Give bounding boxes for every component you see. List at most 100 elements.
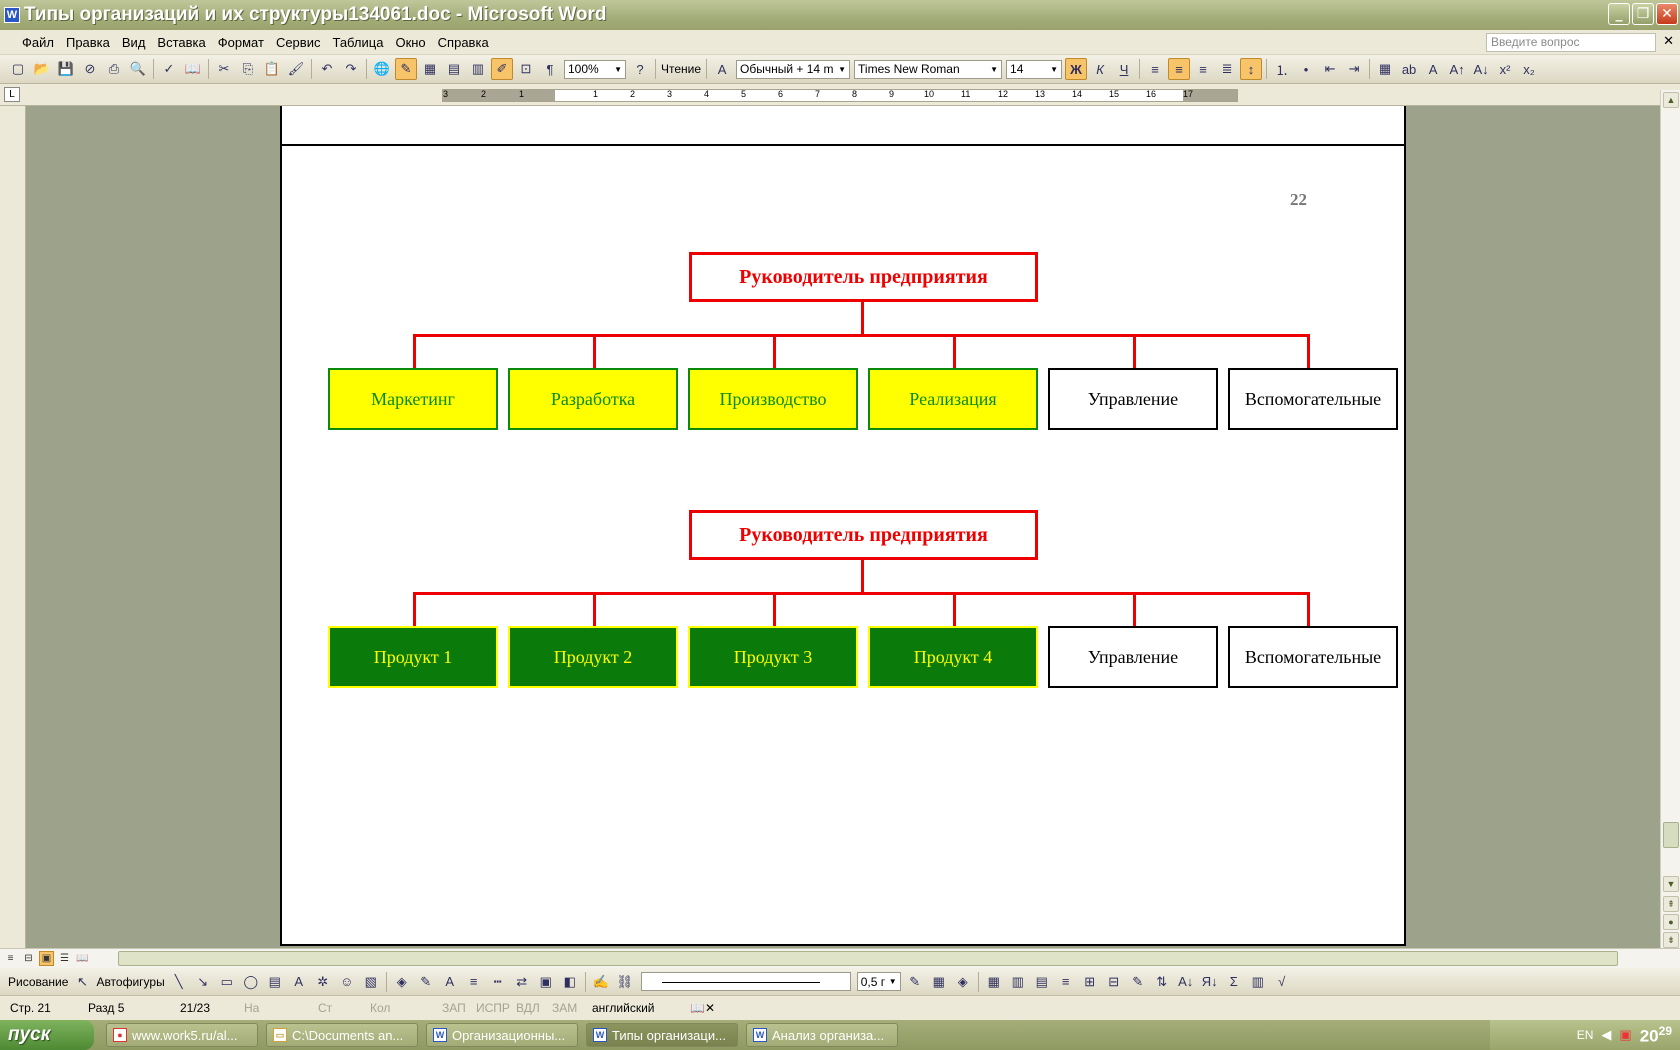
menu-file[interactable]: Файл xyxy=(22,34,54,50)
clock[interactable]: 2029 xyxy=(1640,1024,1672,1047)
open-folder-icon[interactable]: 📂 xyxy=(33,61,51,76)
table-icon[interactable]: ▦ xyxy=(987,973,1000,989)
scroll-thumb[interactable] xyxy=(1663,822,1679,848)
border-color-icon[interactable]: ▦ xyxy=(932,973,945,989)
org-unit-box[interactable]: Маркетинг xyxy=(328,368,498,430)
org-unit-box[interactable]: Вспомогательные xyxy=(1228,626,1398,688)
org-unit-box[interactable]: Реализация xyxy=(868,368,1038,430)
language-indicator[interactable]: EN xyxy=(1576,1028,1594,1042)
line-style-icon[interactable]: ≡ xyxy=(469,974,478,989)
3d-icon[interactable]: ◧ xyxy=(563,973,576,989)
merge-cells-icon[interactable]: ▥ xyxy=(1011,973,1024,989)
reading-mode-button[interactable]: Чтение xyxy=(661,62,702,76)
wordart-icon[interactable]: A xyxy=(294,974,304,989)
font-color-icon[interactable]: A xyxy=(1428,61,1438,77)
line-color-icon[interactable]: ✎ xyxy=(909,973,921,989)
insert-excel-icon[interactable]: ▤ xyxy=(447,61,461,76)
org-unit-box[interactable]: Продукт 1 xyxy=(328,626,498,688)
decrease-indent-icon[interactable]: ⇤ xyxy=(1324,61,1336,76)
tables-borders-icon[interactable]: ✎ xyxy=(395,58,417,80)
scroll-down-icon[interactable]: ▼ xyxy=(1663,876,1679,892)
edit-textbox-icon[interactable]: ✍ xyxy=(592,973,609,989)
document-page[interactable]: 22 Руководитель предприятия Маркетинг Ра… xyxy=(280,144,1406,946)
spelling-icon[interactable]: ✓ xyxy=(163,61,175,76)
line-spacing-icon[interactable]: ↕ xyxy=(1240,58,1263,80)
insert-table-icon[interactable]: ▦ xyxy=(423,61,437,76)
tray-back-icon[interactable]: ◀ xyxy=(1601,1027,1612,1042)
document-map-icon[interactable]: ⊡ xyxy=(520,61,532,76)
menu-tools[interactable]: Сервис xyxy=(275,34,321,50)
copy-icon[interactable]: ⎘ xyxy=(242,61,254,76)
distribute-cols-icon[interactable]: ⊟ xyxy=(1108,973,1120,989)
autoformat-icon[interactable]: ✎ xyxy=(1132,973,1144,989)
chart-icon[interactable]: ▥ xyxy=(1251,973,1264,989)
org-unit-box[interactable]: Продукт 4 xyxy=(868,626,1038,688)
org-head-box[interactable]: Руководитель предприятия xyxy=(689,510,1038,560)
shrink-font-icon[interactable]: A↓ xyxy=(1473,61,1489,77)
undo-icon[interactable]: ↶ xyxy=(321,61,333,76)
arrow-style-icon[interactable]: ⇄ xyxy=(516,973,528,989)
menu-table[interactable]: Таблица xyxy=(332,34,384,50)
arrow-tool-icon[interactable]: ↘ xyxy=(197,973,209,989)
font-size-select[interactable]: 14▼ xyxy=(1006,59,1063,79)
align-center-icon[interactable]: ≡ xyxy=(1168,58,1191,80)
zoom-select[interactable]: 100%▼ xyxy=(564,59,626,79)
scroll-up-icon[interactable]: ▲ xyxy=(1663,92,1679,108)
distribute-rows-icon[interactable]: ⊞ xyxy=(1084,973,1096,989)
menu-help[interactable]: Справка xyxy=(437,34,489,50)
start-button[interactable]: пуск xyxy=(0,1020,94,1050)
redo-icon[interactable]: ↷ xyxy=(345,61,357,76)
line-color-icon[interactable]: ✎ xyxy=(420,973,432,989)
format-painter-icon[interactable]: 🖌 xyxy=(287,61,305,76)
spelling-status-icon[interactable]: 📖✕ xyxy=(690,1001,715,1015)
antivirus-icon[interactable]: ▣ xyxy=(1619,1027,1632,1042)
menu-view[interactable]: Вид xyxy=(121,34,146,50)
vertical-scrollbar[interactable]: ▲ ▼ ⇞ ● ⇟ xyxy=(1660,90,1680,948)
styles-pane-icon[interactable]: A xyxy=(717,61,727,77)
sort-descending-icon[interactable]: Я↓ xyxy=(1201,974,1218,989)
restore-button[interactable]: ❐ xyxy=(1632,3,1654,25)
paste-icon[interactable]: 📋 xyxy=(263,61,281,76)
next-page-icon[interactable]: ⇟ xyxy=(1663,932,1679,948)
status-ovr[interactable]: ЗАМ xyxy=(552,1001,578,1015)
paint-bucket-icon[interactable]: ◈ xyxy=(957,973,968,989)
font-select[interactable]: Times New Roman▼ xyxy=(854,59,1003,79)
status-trk[interactable]: ИСПР xyxy=(476,1001,510,1015)
close-document-icon[interactable]: ✕ xyxy=(1663,33,1674,48)
oval-tool-icon[interactable]: ◯ xyxy=(243,973,258,989)
org-unit-box[interactable]: Управление xyxy=(1048,368,1218,430)
taskbar-item[interactable]: ●www.work5.ru/al... xyxy=(106,1023,258,1047)
rectangle-tool-icon[interactable]: ▭ xyxy=(220,973,233,989)
print-layout-icon[interactable]: ▣ xyxy=(39,951,54,966)
diagram-icon[interactable]: ✲ xyxy=(317,973,329,989)
web-view-icon[interactable]: ⊟ xyxy=(24,953,33,964)
new-document-icon[interactable]: ▢ xyxy=(11,61,25,76)
justify-icon[interactable]: ≣ xyxy=(1221,61,1233,76)
menu-insert[interactable]: Вставка xyxy=(157,34,206,50)
org-head-box[interactable]: Руководитель предприятия xyxy=(689,252,1038,302)
increase-indent-icon[interactable]: ⇥ xyxy=(1348,61,1360,76)
align-right-icon[interactable]: ≡ xyxy=(1199,61,1207,77)
picture-icon[interactable]: ▧ xyxy=(364,973,377,989)
research-icon[interactable]: 📖 xyxy=(184,61,202,76)
drawing-toggle-icon[interactable]: ✐ xyxy=(491,58,513,80)
grow-font-icon[interactable]: A↑ xyxy=(1449,61,1465,77)
line-tool-icon[interactable]: ╲ xyxy=(174,973,183,989)
align-left-icon[interactable]: ≡ xyxy=(1151,61,1159,77)
columns-icon[interactable]: ▥ xyxy=(471,61,485,76)
close-button[interactable]: ✕ xyxy=(1656,3,1678,25)
clipart-icon[interactable]: ☺ xyxy=(340,974,354,989)
show-formatting-icon[interactable]: ¶ xyxy=(546,61,554,77)
dash-style-icon[interactable]: ┅ xyxy=(493,973,502,989)
font-color-icon[interactable]: A xyxy=(445,974,455,989)
print-icon[interactable]: ⎙ xyxy=(108,61,120,76)
line-width-select[interactable]: 0,5 г▼ xyxy=(856,972,901,991)
taskbar-item[interactable]: ▭C:\Documents an... xyxy=(266,1023,418,1047)
outline-view-icon[interactable]: ☰ xyxy=(60,953,69,964)
autoshapes-menu[interactable]: Автофигуры xyxy=(96,974,165,989)
horizontal-scroll-thumb[interactable] xyxy=(118,951,1618,966)
split-cells-icon[interactable]: ▤ xyxy=(1035,973,1048,989)
textbox-tool-icon[interactable]: ▤ xyxy=(268,973,281,989)
